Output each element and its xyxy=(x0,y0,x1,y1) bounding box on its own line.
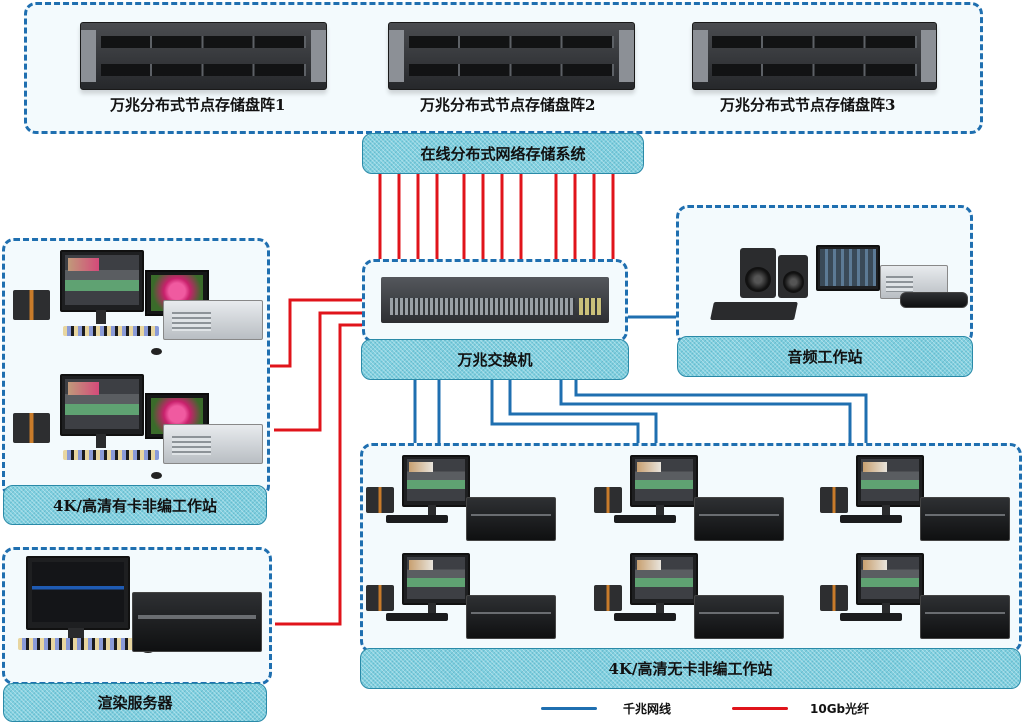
storage-array-3-label: 万兆分布式节点存储盘阵3 xyxy=(720,96,896,114)
legend-label-fiber: 10Gb光纤 xyxy=(810,702,870,716)
mixer-console-icon xyxy=(710,302,798,320)
server-chassis-icon xyxy=(132,592,262,652)
workstation-tower-icon xyxy=(466,595,556,639)
storage-array-3-device xyxy=(692,22,937,90)
speaker-icon xyxy=(594,487,622,513)
switch-label: 万兆交换机 xyxy=(361,339,629,380)
gigabit-wire-switch-cardless-ws xyxy=(574,380,868,443)
speaker-icon xyxy=(366,585,394,611)
monitor-icon xyxy=(856,553,924,605)
legend-label-gigabit: 千兆网线 xyxy=(623,702,672,716)
legend-item-fiber: 10Gb光纤 xyxy=(732,700,869,717)
cardless-workstation-label: 4K/高清无卡非编工作站 xyxy=(360,648,1021,689)
keyboard-icon xyxy=(63,326,159,336)
monitor-icon xyxy=(856,455,924,507)
card-workstation-label: 4K/高清有卡非编工作站 xyxy=(3,485,267,525)
monitor-icon xyxy=(60,374,144,436)
audio-box-icon xyxy=(900,292,968,308)
storage-array-1-label: 万兆分布式节点存储盘阵1 xyxy=(110,96,286,114)
gigabit-wire-switch-cardless-ws xyxy=(508,380,658,443)
gigabit-wire-switch-cardless-ws xyxy=(559,380,852,443)
gigabit-wire-switch-cardless-ws xyxy=(490,380,640,443)
studio-monitor-icon xyxy=(778,255,808,298)
storage-array-2-device xyxy=(388,22,635,90)
workstation-tower-icon xyxy=(920,497,1010,541)
workstation-tower-icon xyxy=(920,595,1010,639)
monitor-icon xyxy=(402,553,470,605)
speaker-icon xyxy=(820,487,848,513)
monitor-icon xyxy=(630,455,698,507)
keyboard-icon xyxy=(386,613,448,621)
render-server-label: 渲染服务器 xyxy=(3,683,267,722)
monitor-icon xyxy=(60,250,144,312)
storage-array-2-label: 万兆分布式节点存储盘阵2 xyxy=(420,96,596,114)
keyboard-icon xyxy=(386,515,448,523)
workstation-tower-icon xyxy=(163,424,263,464)
speaker-icon xyxy=(13,290,50,320)
legend-line-fiber xyxy=(732,707,788,710)
audio-workstation-label: 音频工作站 xyxy=(677,336,973,377)
workstation-tower-icon xyxy=(694,497,784,541)
workstation-tower-icon xyxy=(466,497,556,541)
fiber-wire-switch-card-ws-2 xyxy=(274,311,362,432)
mouse-icon xyxy=(151,472,162,479)
studio-monitor-icon xyxy=(740,248,776,298)
keyboard-icon xyxy=(614,613,676,621)
gigabit-wire-group xyxy=(413,315,868,443)
speaker-icon xyxy=(13,413,50,443)
storage-array-1-device xyxy=(80,22,327,90)
workstation-tower-icon xyxy=(694,595,784,639)
legend-line-gigabit xyxy=(541,707,597,710)
workstation-tower-icon xyxy=(163,300,263,340)
monitor-icon xyxy=(816,245,880,291)
keyboard-icon xyxy=(18,638,134,650)
speaker-icon xyxy=(820,585,848,611)
speaker-icon xyxy=(366,487,394,513)
fiber-wire-switch-render xyxy=(275,323,362,626)
keyboard-icon xyxy=(840,613,902,621)
legend-item-gigabit: 千兆网线 xyxy=(541,700,671,717)
storage-system-label: 在线分布式网络存储系统 xyxy=(362,133,644,174)
monitor-icon xyxy=(402,455,470,507)
keyboard-icon xyxy=(614,515,676,523)
monitor-icon xyxy=(26,556,130,630)
keyboard-icon xyxy=(840,515,902,523)
fiber-wire-switch-card-ws-1 xyxy=(270,298,362,368)
fiber-wire-group xyxy=(270,174,615,626)
monitor-icon xyxy=(630,553,698,605)
speaker-icon xyxy=(594,585,622,611)
mouse-icon xyxy=(151,348,162,355)
keyboard-icon xyxy=(63,450,159,460)
switch-device xyxy=(381,277,609,323)
